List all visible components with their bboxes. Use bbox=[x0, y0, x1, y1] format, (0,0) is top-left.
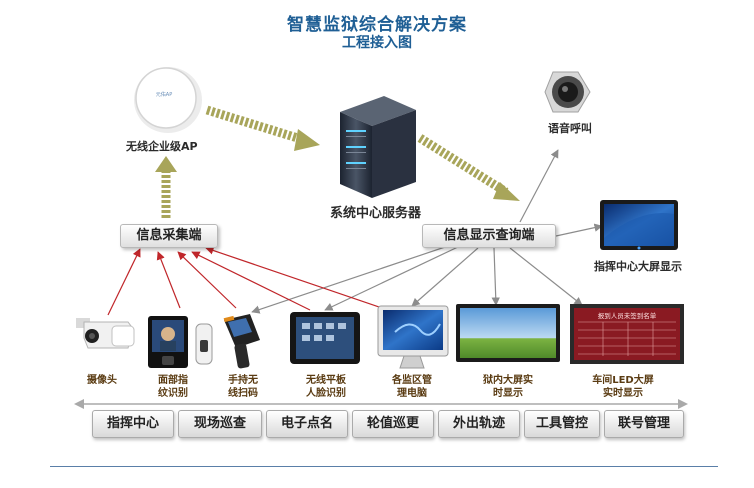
diagram-subtitle: 工程接入图 bbox=[342, 35, 412, 51]
module-shift-patrol: 轮值巡更 bbox=[352, 410, 434, 438]
server-icon bbox=[340, 96, 416, 198]
red-arrows bbox=[107, 246, 389, 316]
speaker-icon bbox=[544, 71, 591, 113]
module-tool-control: 工具管控 bbox=[524, 410, 600, 438]
device-label-tablet: 无线平板人脸识别 bbox=[306, 375, 346, 399]
desktop-computer-icon bbox=[377, 305, 449, 369]
device-label-face-fingerprint: 面部指纹识别 bbox=[158, 375, 188, 399]
module-group-management: 联号管理 bbox=[604, 410, 684, 438]
module-site-patrol: 现场巡查 bbox=[178, 410, 262, 438]
face-fingerprint-terminal-icon bbox=[148, 316, 213, 368]
label-central-server: 系统中心服务器 bbox=[330, 206, 422, 221]
bold-arrow-server-to-display bbox=[417, 134, 520, 201]
module-command-center: 指挥中心 bbox=[92, 410, 174, 438]
workshop-led-screen-icon: 报到人员未签到名单 bbox=[570, 304, 684, 364]
wireless-tablet-icon bbox=[290, 312, 360, 364]
label-command-screen: 指挥中心大屏显示 bbox=[594, 260, 682, 273]
bold-arrow-ap-to-server bbox=[205, 105, 320, 151]
command-screen-icon bbox=[600, 200, 678, 250]
camera-icon bbox=[76, 318, 135, 349]
label-wireless-ap: 无线企业级AP bbox=[126, 140, 198, 153]
prison-big-screen-icon bbox=[456, 304, 560, 362]
device-label-handheld-scanner: 手持无线扫码 bbox=[228, 375, 258, 399]
info-collector-box: 信息采集端 bbox=[120, 224, 218, 248]
diagram-title: 智慧监狱综合解决方案 bbox=[287, 15, 467, 35]
device-label-computer: 各监区管理电脑 bbox=[392, 375, 432, 399]
device-label-led-screen: 车间LED大屏实时显示 bbox=[592, 375, 654, 399]
wireless-ap-icon: 元佑AP bbox=[134, 67, 202, 133]
module-roll-call: 电子点名 bbox=[266, 410, 348, 438]
led-board-title: 报到人员未签到名单 bbox=[598, 311, 657, 320]
module-outing-track: 外出轨迹 bbox=[438, 410, 520, 438]
label-voice-call: 语音呼叫 bbox=[548, 122, 592, 135]
thin-arrows bbox=[251, 149, 603, 314]
device-label-camera: 摄像头 bbox=[87, 375, 117, 386]
info-display-query-box: 信息显示查询端 bbox=[422, 224, 556, 248]
handheld-scanner-icon bbox=[223, 314, 260, 369]
bold-arrow-collector-to-ap bbox=[155, 156, 177, 218]
module-axis-line bbox=[74, 399, 688, 409]
bottom-divider bbox=[50, 466, 718, 467]
device-label-prison-screen: 狱内大屏实时显示 bbox=[483, 375, 533, 399]
ap-logo: 元佑AP bbox=[156, 91, 172, 98]
